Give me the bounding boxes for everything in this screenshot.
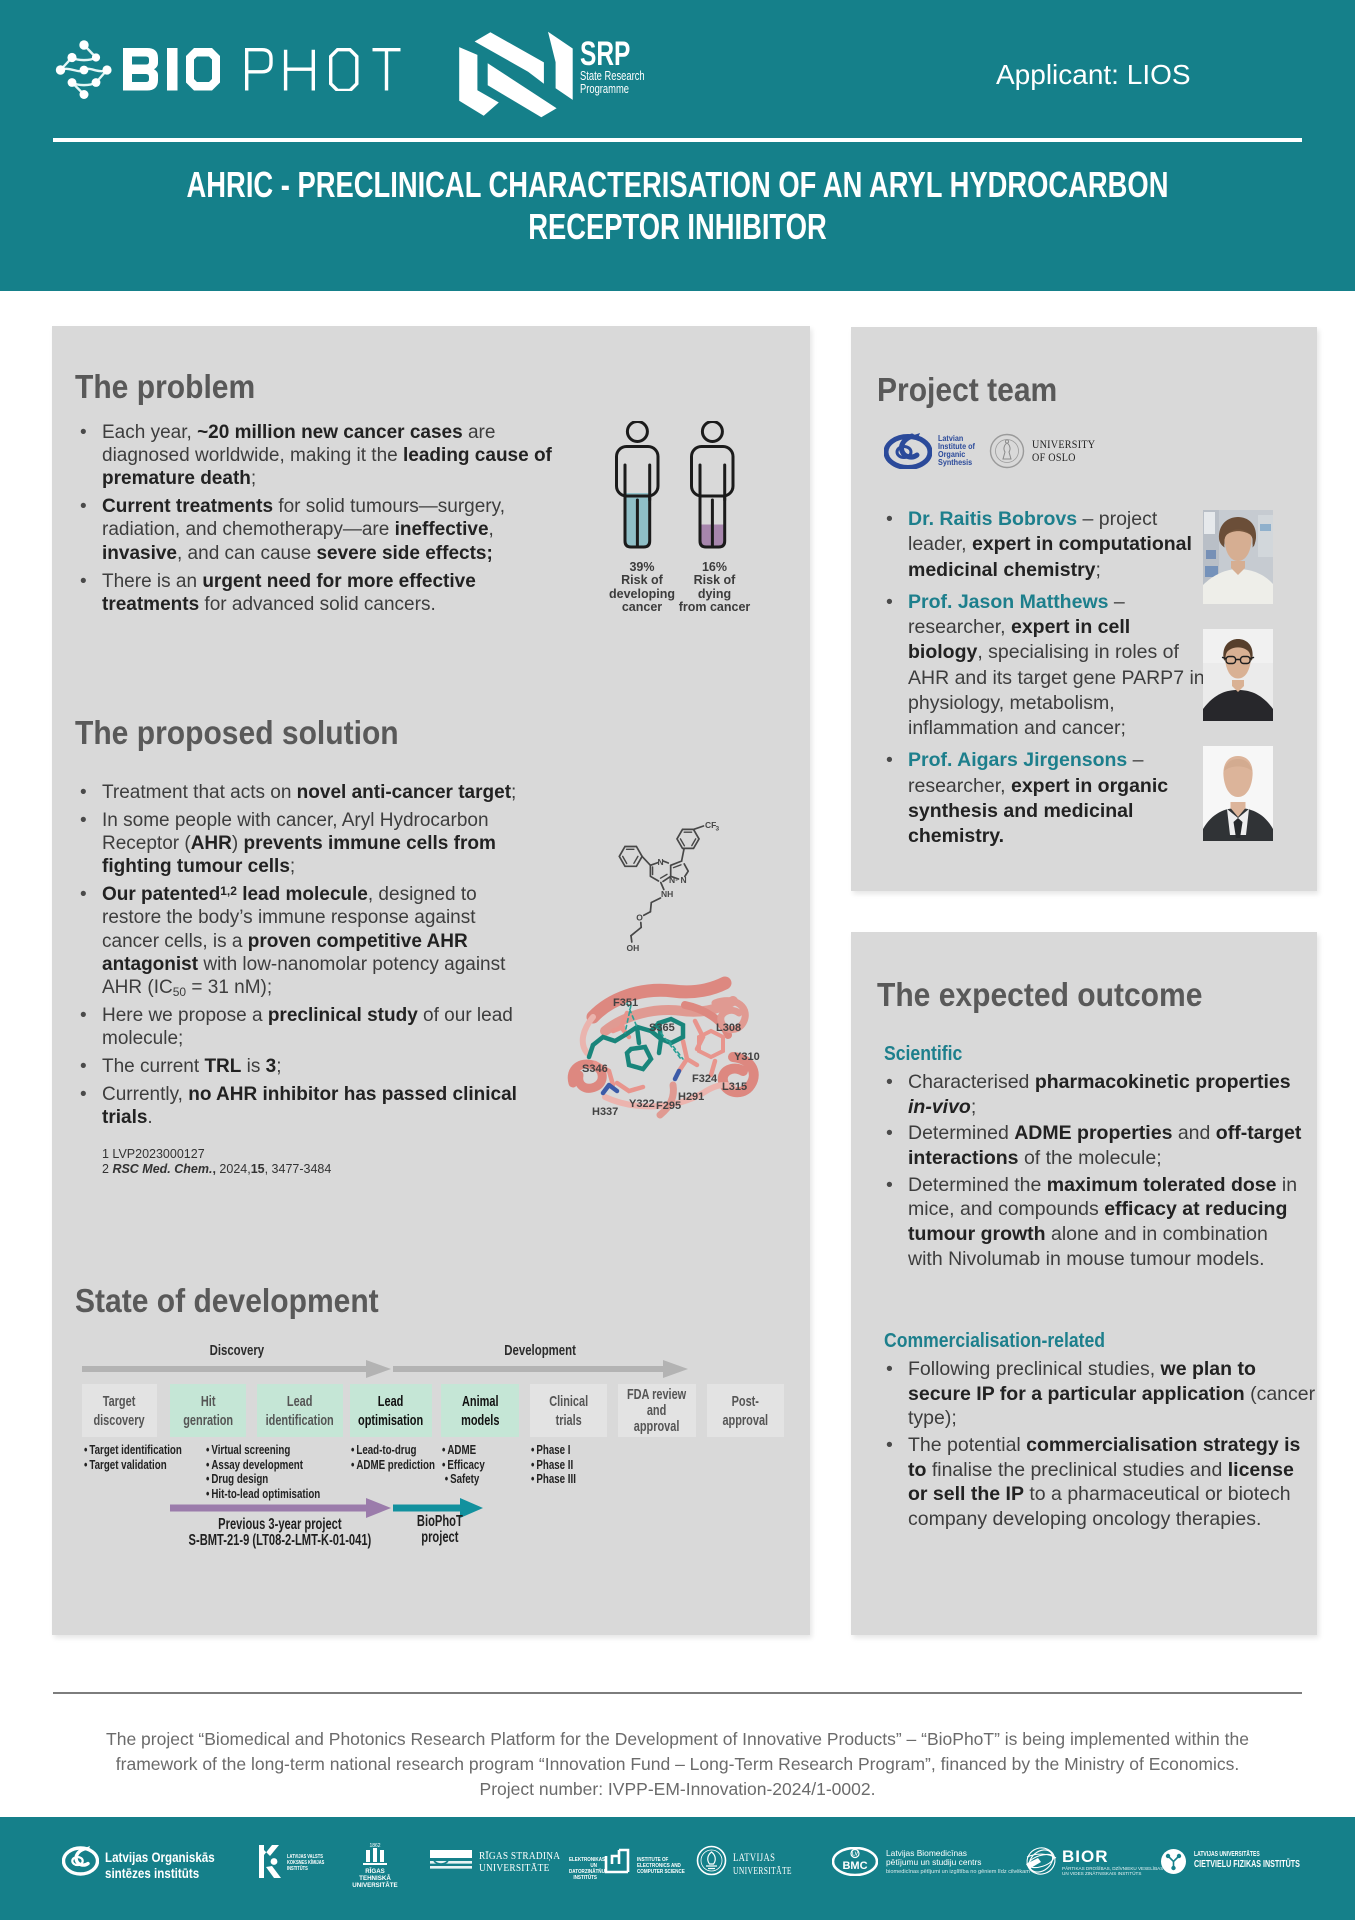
svg-text:N: N — [669, 875, 675, 885]
svg-text:F351: F351 — [613, 997, 638, 1009]
svg-text:N: N — [658, 857, 664, 867]
svg-text:F295: F295 — [656, 1100, 681, 1112]
svg-text:3: 3 — [716, 826, 720, 833]
svg-text:Y310: Y310 — [734, 1051, 760, 1063]
svg-text:NH: NH — [661, 889, 673, 899]
svg-text:CF: CF — [705, 820, 716, 830]
svg-text:Y322: Y322 — [629, 1098, 655, 1110]
svg-text:L308: L308 — [716, 1022, 741, 1034]
svg-text:L315: L315 — [722, 1081, 747, 1093]
svg-text:S365: S365 — [649, 1022, 675, 1034]
svg-text:F324: F324 — [692, 1073, 718, 1085]
svg-text:OH: OH — [627, 943, 640, 953]
svg-text:H337: H337 — [592, 1106, 618, 1118]
svg-text:BMC: BMC — [842, 1860, 867, 1872]
svg-text:1862: 1862 — [369, 1843, 380, 1849]
svg-text:LV: LV — [852, 1851, 859, 1857]
svg-text:-: - — [675, 877, 678, 884]
svg-text:H291: H291 — [678, 1091, 704, 1103]
svg-text:N: N — [681, 875, 687, 885]
svg-text:O: O — [636, 913, 643, 923]
svg-text:S346: S346 — [582, 1063, 608, 1075]
